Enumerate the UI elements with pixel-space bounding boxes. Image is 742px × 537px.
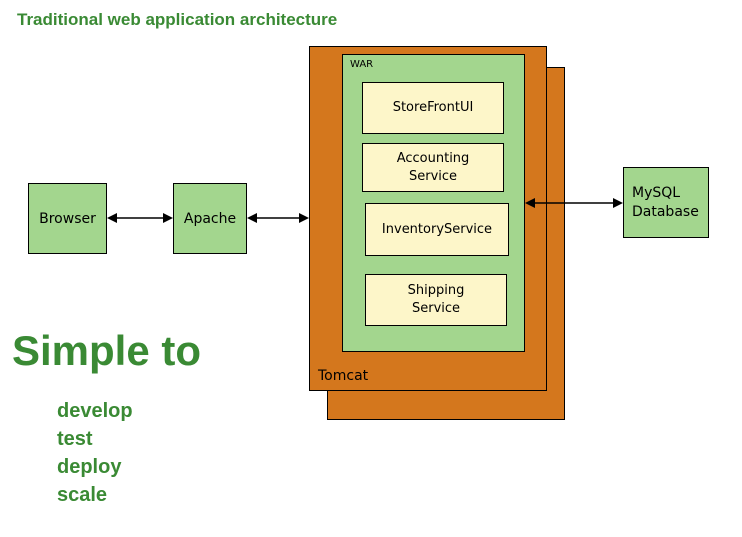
- service-storefrontui: StoreFrontUI: [362, 82, 504, 134]
- diagram-title: Traditional web application architecture: [17, 10, 338, 29]
- benefit-item: scale: [57, 484, 108, 506]
- benefits-list: develop test deploy scale: [57, 397, 133, 509]
- benefit-item: deploy: [57, 456, 122, 478]
- benefit-item: test: [57, 428, 93, 450]
- apache-label: Apache: [183, 210, 237, 227]
- service-accounting: Accounting Service: [362, 143, 504, 192]
- simple-to-headline: Simple to: [12, 327, 202, 374]
- service-inventory: InventoryService: [365, 203, 509, 256]
- benefit-item: develop: [57, 400, 133, 422]
- browser-node: Browser: [28, 183, 107, 254]
- mysql-label: MySQL Database: [632, 185, 699, 220]
- tomcat-label: Tomcat: [318, 368, 369, 384]
- service-storefrontui-label: StoreFrontUI: [392, 100, 474, 116]
- service-accounting-label: Accounting Service: [396, 150, 470, 184]
- mysql-node: MySQL Database: [623, 167, 709, 238]
- browser-label: Browser: [39, 210, 96, 227]
- service-shipping-label: Shipping Service: [407, 283, 465, 316]
- service-inventory-label: InventoryService: [381, 221, 493, 237]
- war-label: WAR: [350, 59, 374, 70]
- apache-node: Apache: [173, 183, 247, 254]
- service-shipping: Shipping Service: [365, 274, 507, 326]
